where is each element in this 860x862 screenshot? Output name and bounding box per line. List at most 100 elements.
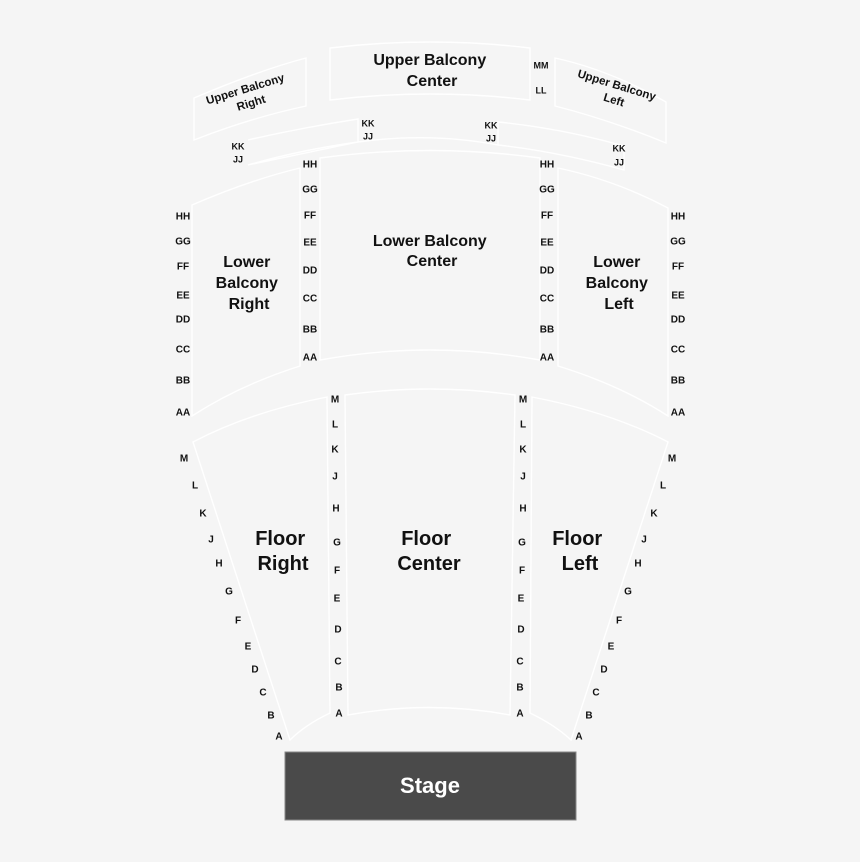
row-label-g: G [333,538,341,549]
row-label-l: L [520,420,526,431]
row-label-aa: AA [176,408,190,419]
row-label-jj: JJ [363,131,373,141]
row-label-j: J [641,535,647,546]
row-label-d: D [517,625,524,636]
lower-balcony-center-outline [319,149,541,361]
row-label-cc: CC [176,345,190,356]
row-label-g: G [624,587,632,598]
row-label-f: F [616,616,622,627]
lower-balcony-left-outline [557,167,669,418]
row-label-j: J [208,535,214,546]
kk-jj-row-outline [247,118,625,171]
row-label-ee: EE [671,291,685,302]
row-label-h: H [332,504,339,515]
row-label-l: L [332,420,338,431]
row-label-jj: JJ [233,154,243,164]
row-label-k: K [519,445,527,456]
row-label-kk: KK [613,143,626,153]
row-label-a: A [335,709,342,720]
row-label-cc: CC [303,294,317,305]
row-label-bb: BB [303,325,317,336]
floor-left-label: Floor Left [552,528,608,575]
row-label-aa: AA [303,353,317,364]
row-label-l: L [660,481,666,492]
row-label-c: C [516,657,523,668]
row-label-c: C [592,688,599,699]
row-label-kk: KK [485,120,498,130]
row-label-kk: KK [232,141,245,151]
row-label-e: E [518,594,525,605]
row-label-b: B [516,683,523,694]
row-label-cc: CC [671,345,685,356]
row-label-ff: FF [177,262,189,273]
row-label-jj: JJ [614,157,624,167]
row-label-l: L [192,481,198,492]
stage-rect [284,751,577,821]
lower-balcony-right-label: Lower Balcony Right [216,254,283,313]
row-label-kk: KK [362,118,375,128]
row-label-k: K [199,509,207,520]
floor-left-outline [529,396,669,742]
row-label-bb: BB [176,376,190,387]
lower-balcony-right-outline [191,167,301,418]
row-label-b: B [335,683,342,694]
stage-label: Stage [400,773,460,798]
row-label-c: C [334,657,341,668]
upper-balcony-center-label: Upper Balcony Center [373,52,490,90]
row-label-ff: FF [304,211,316,222]
lower-balcony-center-label: Lower Balcony Center [373,233,491,270]
floor-center-outline [344,388,516,716]
row-label-mm: MM [534,60,549,70]
row-label-gg: GG [175,237,191,248]
row-label-f: F [235,616,241,627]
floor-right-outline [192,396,331,742]
row-label-aa: AA [540,353,554,364]
row-label-j: J [520,472,526,483]
row-label-e: E [608,642,615,653]
row-label-dd: DD [303,266,317,277]
row-label-g: G [225,587,233,598]
row-label-b: B [267,711,274,722]
row-label-b: B [585,711,592,722]
row-label-d: D [334,625,341,636]
row-label-cc: CC [540,294,554,305]
row-label-f: F [334,566,340,577]
row-label-ee: EE [176,291,190,302]
row-label-d: D [251,665,258,676]
row-label-hh: HH [176,212,190,223]
stage: Stage [284,751,577,821]
floor-center-label: Floor Center [397,528,461,575]
upper-balcony-left-label: Upper Balcony Left [572,68,661,118]
row-label-bb: BB [671,376,685,387]
row-label-dd: DD [671,315,685,326]
row-label-jj: JJ [486,133,496,143]
row-label-m: M [519,395,527,406]
row-label-j: J [332,472,338,483]
row-label-k: K [650,509,658,520]
row-label-gg: GG [539,185,555,196]
row-label-ff: FF [672,262,684,273]
row-label-a: A [275,732,282,743]
row-label-h: H [215,559,222,570]
row-label-hh: HH [540,160,554,171]
row-label-a: A [516,709,523,720]
upper-balcony-right-outline [193,57,307,142]
upper-balcony-center-outline [329,41,531,101]
row-label-hh: HH [303,160,317,171]
row-labels: MMLLKKJJKKJJKKJJKKJJHHGGFFEEDDCCBBAAHHGG… [175,60,686,742]
row-label-ee: EE [303,238,317,249]
section-outlines [191,41,669,742]
row-label-m: M [668,454,676,465]
row-label-gg: GG [670,237,686,248]
row-label-ee: EE [540,238,554,249]
floor-right-label: Floor Right [255,528,311,575]
row-label-ll: LL [536,85,547,95]
row-label-m: M [331,395,339,406]
row-label-d: D [600,665,607,676]
row-label-e: E [245,642,252,653]
row-label-dd: DD [176,315,190,326]
row-label-aa: AA [671,408,685,419]
lower-balcony-left-label: Lower Balcony Left [586,254,653,313]
row-label-k: K [331,445,339,456]
